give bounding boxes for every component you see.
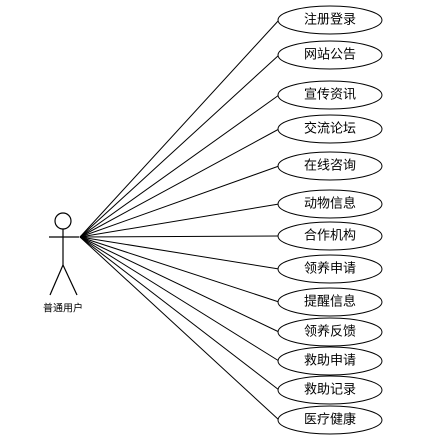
use-cases: 注册登录网站公告宣传资讯交流论坛在线咨询动物信息合作机构领养申请提醒信息领养反馈… — [277, 5, 383, 435]
use-case-label: 宣传资讯 — [304, 87, 356, 103]
use-case-ellipse — [277, 114, 383, 144]
use-case-label: 注册登录 — [304, 13, 356, 28]
use-case: 提醒信息 — [277, 287, 383, 317]
use-case-ellipse — [277, 375, 383, 405]
use-case-ellipse — [277, 287, 383, 317]
use-case-label: 网站公告 — [304, 48, 356, 63]
use-case-label: 医疗健康 — [304, 412, 356, 428]
use-case-label: 救助申请 — [304, 353, 356, 369]
use-case-ellipse — [277, 5, 383, 35]
use-case-ellipse — [277, 254, 383, 284]
use-case: 在线咨询 — [277, 151, 383, 181]
actor-right-leg — [62, 264, 78, 296]
association-line — [79, 236, 280, 362]
use-case-ellipse — [277, 80, 383, 110]
association-line — [79, 165, 280, 238]
use-case-label: 在线咨询 — [304, 159, 356, 174]
use-case: 领养申请 — [277, 254, 383, 284]
use-case-ellipse — [277, 40, 383, 70]
use-case-ellipse — [277, 189, 383, 219]
association-line — [79, 128, 280, 238]
use-case: 交流论坛 — [277, 114, 383, 144]
use-case: 合作机构 — [277, 221, 383, 251]
use-case: 动物信息 — [277, 189, 383, 219]
actor-head — [54, 212, 72, 230]
association-lines — [79, 19, 280, 421]
association-line — [79, 94, 280, 238]
use-case: 救助申请 — [277, 346, 383, 376]
use-case: 领养反馈 — [277, 317, 383, 347]
association-line — [79, 236, 280, 391]
use-case-label: 动物信息 — [304, 196, 356, 212]
association-line — [79, 54, 280, 238]
use-case-ellipse — [277, 151, 383, 181]
association-line — [79, 235, 280, 238]
association-line — [79, 203, 280, 238]
association-line — [79, 236, 280, 303]
use-case-label: 交流论坛 — [304, 121, 356, 137]
use-case: 网站公告 — [277, 40, 383, 70]
use-case: 宣传资讯 — [277, 80, 383, 110]
use-case-label: 合作机构 — [304, 229, 356, 244]
use-case: 医疗健康 — [277, 405, 383, 435]
use-case-ellipse — [277, 317, 383, 347]
use-case-label: 领养反馈 — [304, 324, 356, 340]
association-line — [79, 236, 280, 270]
use-case-ellipse — [277, 221, 383, 251]
actor-label: 普通用户 — [43, 302, 83, 315]
use-case-label: 救助记录 — [304, 382, 356, 398]
use-case: 救助记录 — [277, 375, 383, 405]
use-case-label: 提醒信息 — [304, 294, 356, 310]
association-line — [79, 236, 280, 333]
association-line — [79, 236, 280, 421]
actor-figure: 普通用户 — [43, 212, 83, 315]
use-case: 注册登录 — [277, 5, 383, 35]
actor-left-leg — [49, 264, 64, 296]
use-case-label: 领养申请 — [304, 261, 356, 277]
association-line — [79, 19, 280, 238]
use-case-ellipse — [277, 405, 383, 435]
use-case-ellipse — [277, 346, 383, 376]
